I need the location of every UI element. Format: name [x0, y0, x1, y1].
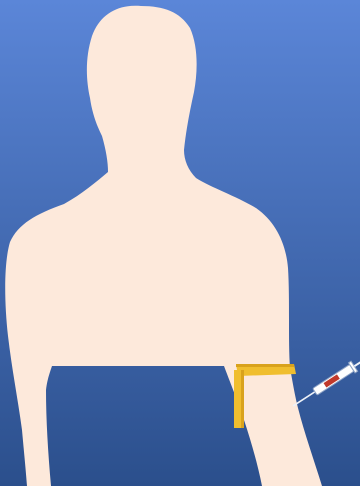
- tourniquet-band-top-edge: [236, 364, 294, 367]
- tourniquet-tail-shadow: [241, 370, 244, 428]
